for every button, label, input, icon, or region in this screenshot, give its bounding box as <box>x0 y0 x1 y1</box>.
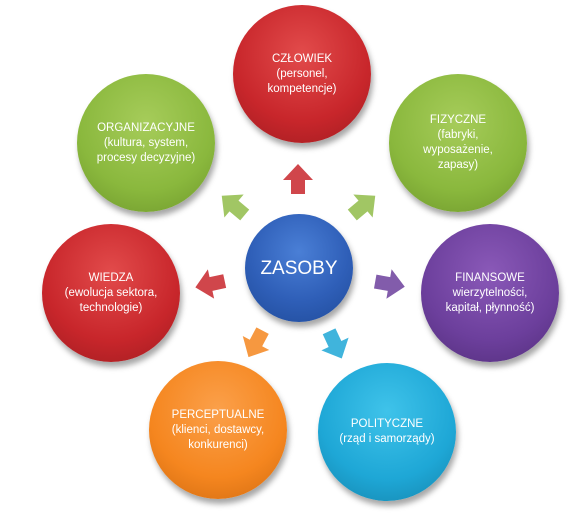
node-wiedza-body: (ewolucja sektora, technologie) <box>64 286 158 314</box>
center-node: ZASOBY <box>245 214 353 322</box>
arrow-to-finansowe <box>373 269 405 299</box>
arrow-to-fizyczne <box>347 194 376 221</box>
arrow-to-czlowiek <box>283 164 313 194</box>
node-organizacyjne-title: ORGANIZACYJNE <box>97 121 195 134</box>
arrow-to-organizacyjne <box>221 194 250 221</box>
node-polityczne-title: POLITYCZNE <box>350 418 424 430</box>
node-perceptualne-body: (klienci, dostawcy, konkurenci) <box>171 423 265 451</box>
node-wiedza: WIEDZA (ewolucja sektora, technologie) <box>42 224 180 362</box>
arrow-to-wiedza <box>195 269 227 299</box>
node-fizyczne-body: (fabryki, wyposażenie, zapasy) <box>423 129 493 171</box>
node-perceptualne: PERCEPTUALNE (klienci, dostawcy, konkure… <box>149 361 287 499</box>
node-organizacyjne-body: (kultura, system, procesy decyzyjne) <box>96 136 196 164</box>
node-finansowe-body: wierzytelności, kapitał, płynność) <box>445 286 535 314</box>
node-fizyczne: FIZYCZNE (fabryki, wyposażenie, zapasy) <box>389 74 527 212</box>
node-czlowiek: CZŁOWIEK (personel, kompetencje) <box>233 5 371 143</box>
node-finansowe-title: FINANSOWE <box>455 271 525 284</box>
node-organizacyjne: ORGANIZACYJNE (kultura, system, procesy … <box>77 74 215 212</box>
arrow-to-perceptualne <box>242 327 270 358</box>
arrow-to-polityczne <box>321 328 349 359</box>
node-czlowiek-body: (personel, kompetencje) <box>267 67 337 95</box>
node-czlowiek-title: CZŁOWIEK <box>271 52 333 65</box>
node-polityczne-body: (rząd i samorządy) <box>339 433 435 445</box>
node-perceptualne-title: PERCEPTUALNE <box>171 408 265 421</box>
node-polityczne: POLITYCZNE (rząd i samorządy) <box>318 363 456 501</box>
center-label: ZASOBY <box>260 257 338 279</box>
node-finansowe: FINANSOWE wierzytelności, kapitał, płynn… <box>421 224 559 362</box>
node-fizyczne-title: FIZYCZNE <box>429 114 487 126</box>
node-wiedza-title: WIEDZA <box>88 271 134 284</box>
